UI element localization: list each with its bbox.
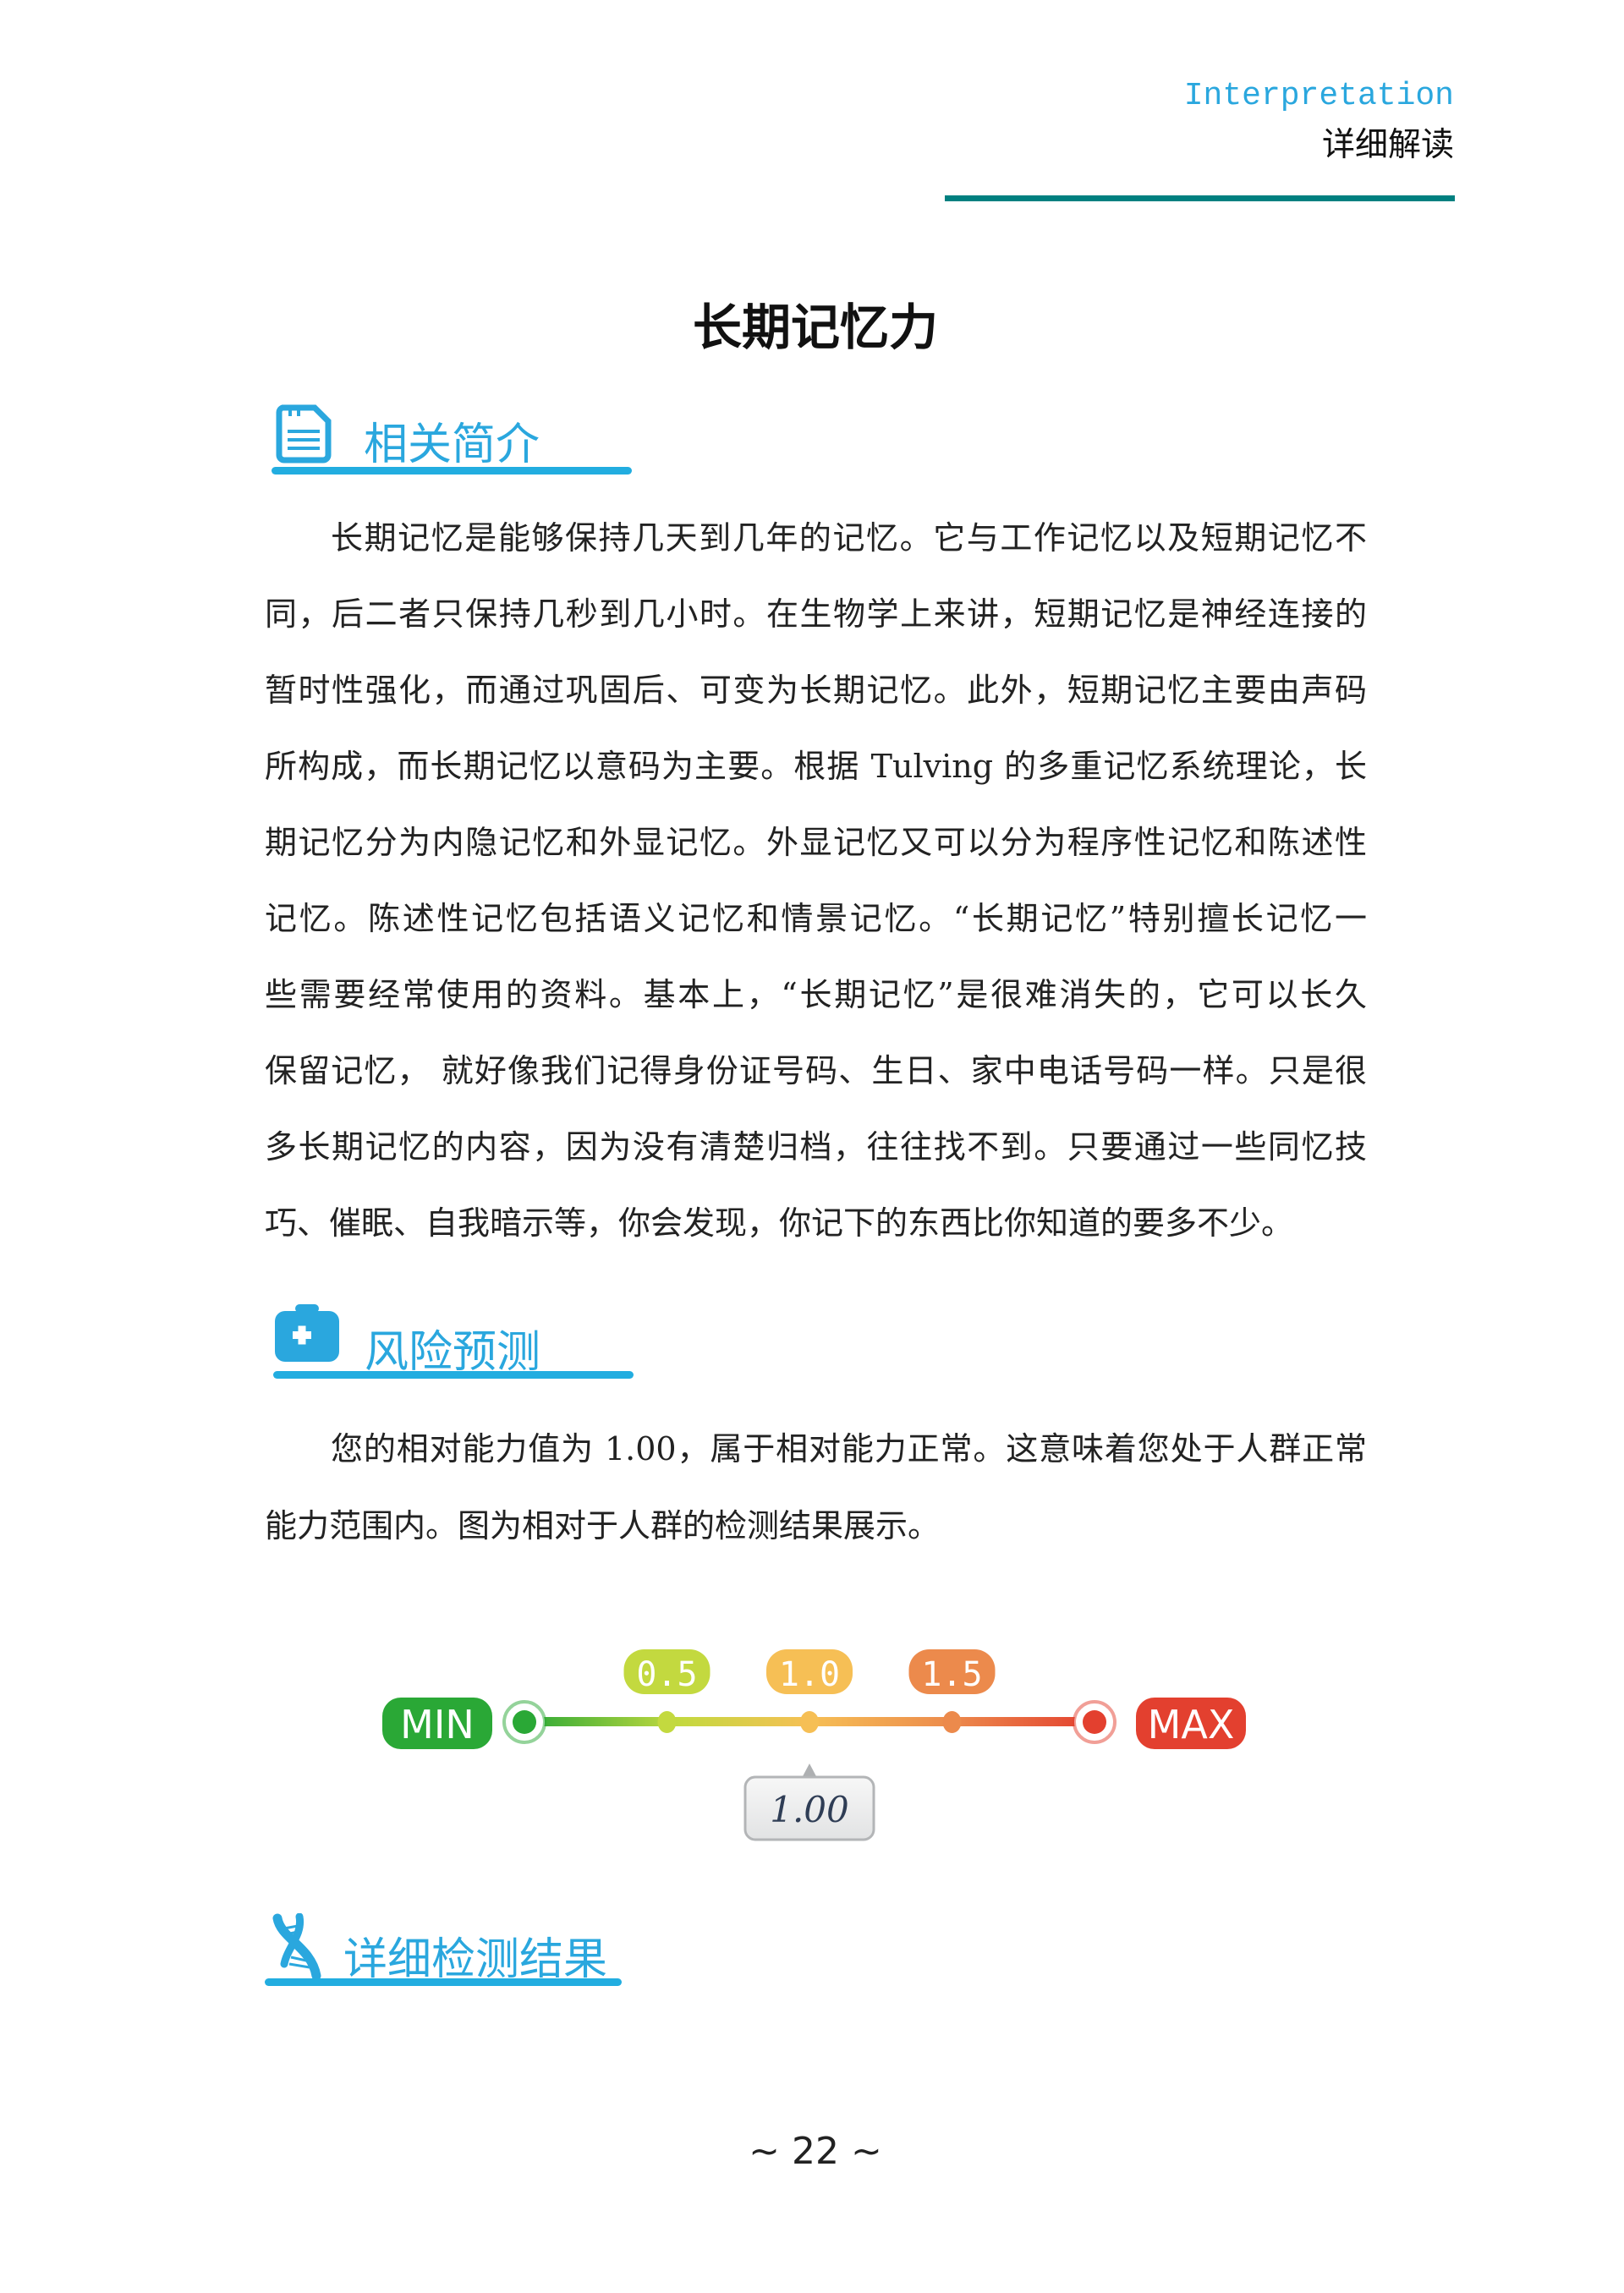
intro-line: 同，后二者只保持几秒到几小时。在生物学上来讲，短期记忆是神经连接的 — [265, 595, 1367, 633]
intro-line: 记忆。陈述性记忆包括语义记忆和情景记忆。“长期记忆”特别擅长记忆一 — [265, 900, 1367, 937]
page-title: 长期记忆力 — [692, 299, 938, 356]
header-title-zh: 详细解读 — [1321, 126, 1454, 164]
intro-line: 多长期记忆的内容，因为没有清楚归档，往往找不到。只要通过一些同忆技 — [265, 1128, 1367, 1166]
intro-line: 巧、催眠、自我暗示等，你会发现，你记下的东西比你知道的要多不少。 — [265, 1204, 1294, 1242]
section-underline — [273, 1371, 634, 1379]
page-number: ~ 22 ~ — [749, 2130, 882, 2173]
tick-label-pill — [908, 1649, 996, 1694]
max-label: MAX — [1148, 1702, 1235, 1747]
ability-gauge: 0.5 1.0 1.5 MIN MAX 1.00 — [382, 1649, 1246, 1841]
min-endpoint-dot — [513, 1710, 536, 1734]
tick-label-pill — [623, 1649, 710, 1694]
section-underline — [272, 467, 632, 475]
tick-dot — [657, 1711, 677, 1733]
document-icon — [276, 404, 332, 464]
min-label: MIN — [400, 1702, 475, 1747]
section-underline — [265, 1978, 622, 1986]
risk-line: 能力范围内。图为相对于人群的检测结果展示。 — [265, 1507, 941, 1544]
value-pointer — [802, 1764, 817, 1778]
header-divider — [945, 195, 1455, 201]
max-endpoint-dot — [1083, 1710, 1106, 1734]
section-heading-details: 详细检测结果 — [343, 1934, 608, 1985]
intro-line: 长期记忆是能够保持几天到几年的记忆。它与工作记忆以及短期记忆不 — [331, 519, 1367, 557]
intro-line: 暂时性强化，而通过巩固后、可变为长期记忆。此外，短期记忆主要由声码 — [265, 672, 1367, 709]
section-heading-intro: 相关简介 — [364, 420, 540, 470]
intro-line: 些需要经常使用的资料。基本上，“长期记忆”是很难消失的，它可以长久 — [265, 976, 1367, 1013]
tick-dot — [942, 1711, 962, 1733]
tick-dot — [800, 1711, 819, 1733]
header-title-en: Interpretation — [1183, 78, 1454, 114]
dna-icon — [272, 1913, 321, 1979]
tick-label: 0.5 — [636, 1655, 697, 1694]
medical-kit-icon — [275, 1304, 339, 1362]
min-pill — [382, 1698, 492, 1749]
tick-label-pill — [766, 1649, 853, 1694]
max-pill — [1136, 1698, 1246, 1749]
section-heading-risk: 风险预测 — [365, 1327, 541, 1378]
tick-label: 1.0 — [779, 1655, 840, 1694]
value-label: 1.00 — [770, 1789, 849, 1830]
risk-line: 您的相对能力值为 1.00，属于相对能力正常。这意味着您处于人群正常 — [331, 1430, 1367, 1467]
tick-label: 1.5 — [921, 1655, 982, 1694]
value-box — [743, 1775, 875, 1841]
intro-line: 保留记忆， 就好像我们记得身份证号码、生日、家中电话号码一样。只是很 — [265, 1052, 1367, 1089]
intro-line: 所构成，而长期记忆以意码为主要。根据 Tulving 的多重记忆系统理论，长 — [265, 748, 1367, 785]
intro-line: 期记忆分为内隐记忆和外显记忆。外显记忆又可以分为程序性记忆和陈述性 — [265, 824, 1367, 861]
